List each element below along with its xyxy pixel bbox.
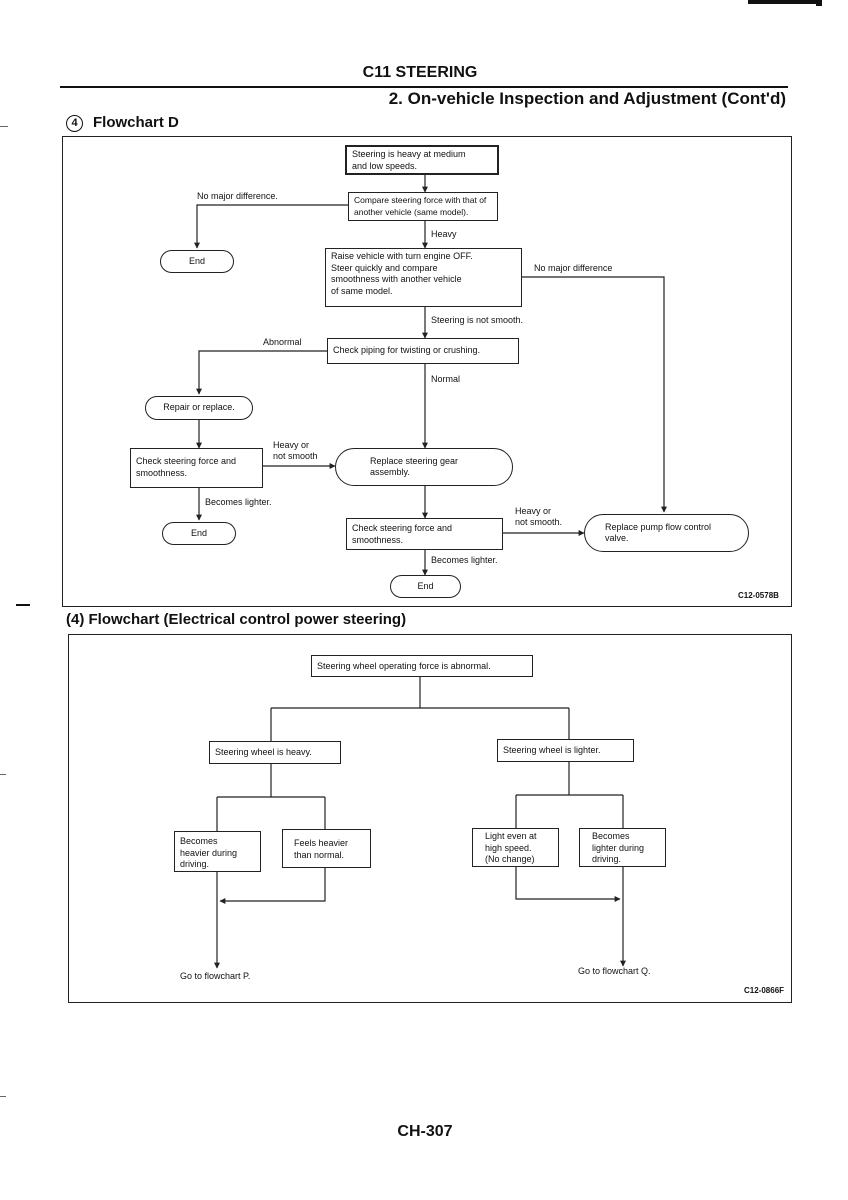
section-title: C11 STEERING <box>362 64 478 81</box>
label-heavy-not-smooth-2: Heavy or not smooth. <box>515 506 563 527</box>
node-compare-force: Compare steering force with that of anot… <box>348 192 498 221</box>
node-becomes-heavier: Becomes heavier during driving. <box>174 831 261 872</box>
end-2-label: End <box>190 527 207 538</box>
label-no-major-difference-2: No major difference <box>534 263 613 273</box>
node-end-1: End <box>160 250 234 273</box>
top-edge-bar <box>748 0 818 4</box>
flowchart-d-heading: 4 Flowchart D <box>66 114 179 132</box>
end-3-label: End <box>417 580 434 591</box>
flowchart-d-code: C12-0578B <box>738 591 779 600</box>
top-edge-mark <box>816 0 822 6</box>
flowchart-d-title: Flowchart D <box>93 114 179 131</box>
node-check-force-1: Check steering force and smoothness. <box>130 448 263 488</box>
label-not-smooth: Steering is not smooth. <box>431 315 524 325</box>
node-end-3: End <box>390 575 461 598</box>
node-raise-vehicle: Raise vehicle with turn engine OFF. Stee… <box>325 248 522 307</box>
label-becomes-lighter-2: Becomes lighter. <box>431 555 498 565</box>
label-go-flowchart-q: Go to flowchart Q. <box>578 966 651 976</box>
margin-tick <box>0 774 6 775</box>
flowchart-4-heading: (4) Flowchart (Electrical control power … <box>66 611 406 628</box>
node-wheel-lighter: Steering wheel is lighter. <box>497 739 634 762</box>
flowchart-4-frame <box>68 634 792 1003</box>
flowchart-4-title: Flowchart (Electrical control power stee… <box>88 611 407 628</box>
replace-pump-label: Replace pump flow control valve. <box>605 521 712 544</box>
node-replace-pump: Replace pump flow control valve. <box>584 514 749 552</box>
node-replace-gear: Replace steering gear assembly. <box>335 448 513 486</box>
node-repair-replace: Repair or replace. <box>145 396 253 420</box>
node-start-heavy: Steering is heavy at medium and low spee… <box>345 145 499 175</box>
header-rule <box>60 86 788 88</box>
node-light-high-speed: Light even at high speed. (No change) <box>472 828 559 867</box>
label-go-flowchart-p: Go to flowchart P. <box>180 971 251 981</box>
page-number: CH-307 <box>397 1123 453 1140</box>
node-wheel-heavy: Steering wheel is heavy. <box>209 741 341 764</box>
label-heavy: Heavy <box>431 229 457 239</box>
node-check-force-2: Check steering force and smoothness. <box>346 518 503 550</box>
margin-tick <box>16 604 30 606</box>
flowchart-4-number: (4) <box>66 611 85 628</box>
label-no-major-difference-1: No major difference. <box>197 191 278 201</box>
node-feels-heavier: Feels heavier than normal. <box>282 829 371 868</box>
flowchart-d-number: 4 <box>66 115 83 132</box>
flowchart-4-code: C12-0866F <box>744 986 785 995</box>
replace-gear-label: Replace steering gear assembly. <box>370 455 459 478</box>
subsection-title: 2. On-vehicle Inspection and Adjustment … <box>388 89 786 108</box>
node-check-piping: Check piping for twisting or crushing. <box>327 338 519 364</box>
label-abnormal: Abnormal <box>263 337 302 347</box>
margin-tick <box>0 126 8 127</box>
node-force-abnormal: Steering wheel operating force is abnorm… <box>311 655 533 677</box>
label-becomes-lighter-1: Becomes lighter. <box>205 497 272 507</box>
node-becomes-lighter: Becomes lighter during driving. <box>579 828 666 867</box>
label-heavy-not-smooth-1: Heavy or not smooth <box>273 440 318 461</box>
node-end-2: End <box>162 522 236 545</box>
repair-label: Repair or replace. <box>163 402 235 413</box>
flowchart-d-frame <box>62 136 792 607</box>
margin-tick <box>0 1096 6 1097</box>
end-1-label: End <box>188 255 205 266</box>
label-normal: Normal <box>431 374 461 384</box>
